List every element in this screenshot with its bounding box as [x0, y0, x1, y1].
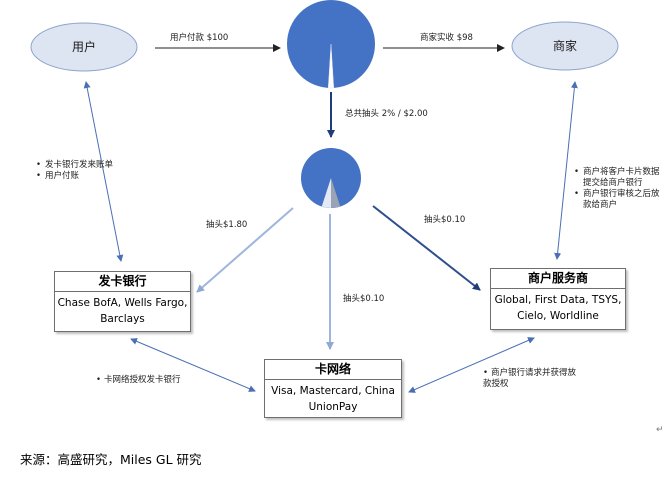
issuer-members: Chase BofA, Wells Fargo, Barclays — [57, 297, 188, 325]
network-box: 卡网络 Visa, Mastercard, China UnionPay — [264, 359, 402, 418]
small-pie — [301, 148, 361, 208]
network-issuer-note-text: 卡网络授权发卡银行 — [104, 375, 181, 385]
merchant-acquirer-notes: 商户将客户卡片数据提交给商户银行 商户银行审核之后放款给商户 — [574, 167, 660, 211]
total-fee-label: 总共抽头 2% / $2.00 — [345, 108, 428, 119]
merchant-acquirer-arrow — [554, 81, 578, 260]
small-pie-acquirer-slice — [321, 178, 331, 208]
note-item: 用户付账 — [36, 171, 126, 182]
acquirer-members: Global, First Data, TSYS, Cielo, Worldli… — [494, 294, 622, 322]
merchant-ellipse — [511, 21, 619, 71]
user-label: 用户 — [72, 39, 96, 54]
acquirer-box: 商户服务商 Global, First Data, TSYS, Cielo, W… — [490, 268, 626, 330]
note-item: 发卡银行发来账单 — [36, 160, 126, 171]
acquirer-title: 商户服务商 — [491, 269, 625, 289]
main-pie-fee-slice — [327, 43, 335, 89]
main-pie — [287, 0, 375, 89]
source-caption: 来源：高盛研究，Miles GL 研究 — [20, 452, 202, 467]
issuer-network-arrow — [130, 338, 256, 392]
note-item: 商户银行审核之后放款给商户 — [574, 189, 660, 211]
issuer-user-notes: 发卡银行发来账单 用户付账 — [36, 160, 126, 182]
network-title: 卡网络 — [265, 360, 401, 380]
issuer-box: 发卡银行 Chase BofA, Wells Fargo, Barclays — [54, 271, 191, 332]
acquirer-network-note-text: 商户银行请求并获得放款授权 — [483, 368, 577, 389]
network-issuer-note: •卡网络授权发卡银行 — [96, 375, 181, 385]
small-pie-network-slice — [331, 178, 341, 208]
user-ellipse — [30, 22, 138, 72]
acquirer-network-note: •商户银行请求并获得放款授权 — [483, 368, 577, 389]
network-acquirer-arrow — [408, 337, 535, 393]
merchant-label: 商家 — [553, 38, 577, 53]
network-members: Visa, Mastercard, China UnionPay — [271, 385, 395, 413]
issuer-title: 发卡银行 — [55, 272, 190, 292]
paragraph-mark: ↵ — [656, 425, 664, 435]
merchant-receipt-label: 商家实收 $98 — [420, 32, 473, 43]
fee-to-issuer-arrow — [196, 207, 294, 293]
acquirer-fee-label: 抽头$0.10 — [424, 214, 465, 225]
network-fee-label: 抽头$0.10 — [343, 293, 384, 304]
issuer-fee-label: 抽头$1.80 — [206, 219, 247, 230]
note-item: 商户将客户卡片数据提交给商户银行 — [574, 167, 660, 189]
user-payment-label: 用户付款 $100 — [170, 32, 228, 43]
fee-to-acquirer-arrow — [372, 205, 481, 291]
